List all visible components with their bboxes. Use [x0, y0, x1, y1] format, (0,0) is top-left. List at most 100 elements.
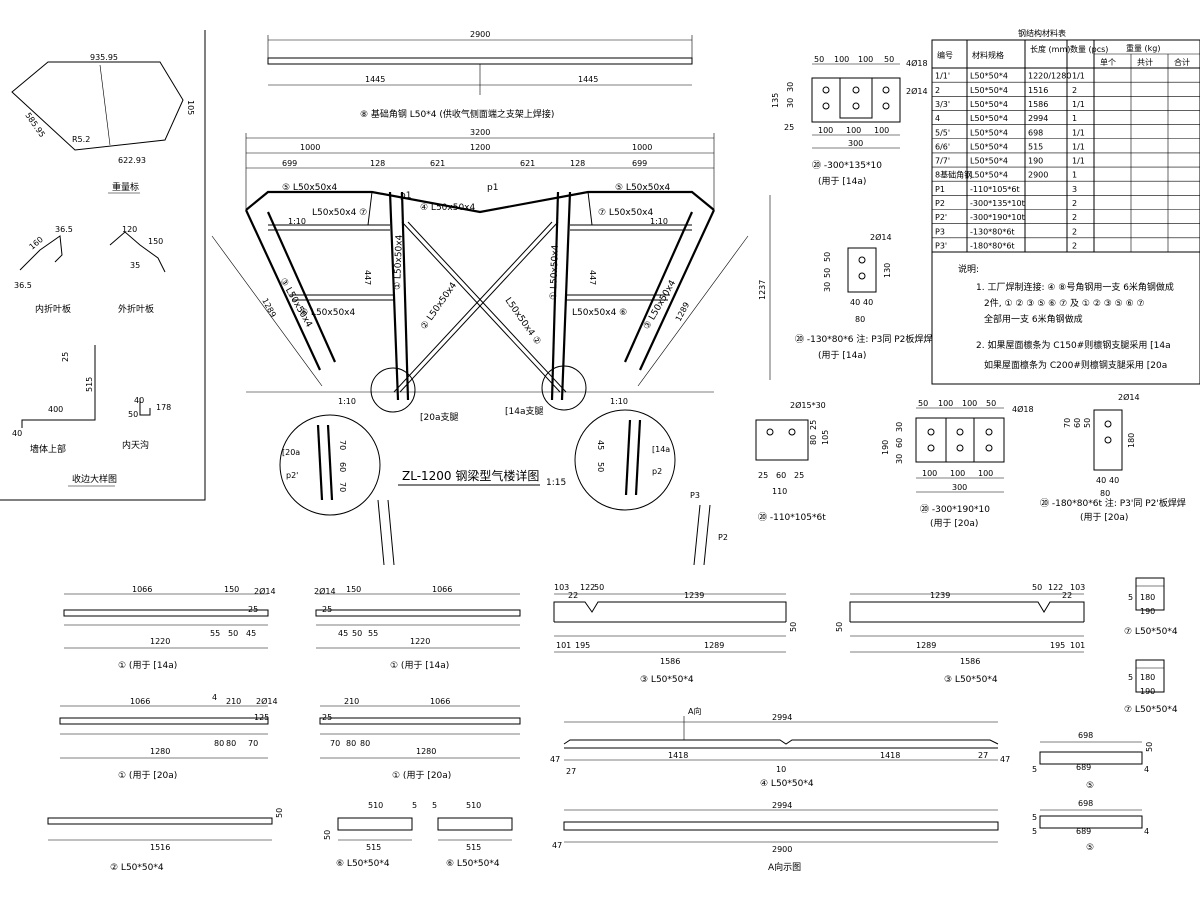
part-bar [59, 717, 269, 725]
dim-label: 190 [1140, 607, 1155, 616]
dim-label: 4 [1144, 765, 1149, 774]
dim-label: 100 [874, 126, 889, 135]
dim-label: 1066 [432, 585, 452, 594]
part-caption: ③ L50*50*4 [944, 675, 998, 685]
table-header: 数量 (pcs) [1070, 44, 1108, 54]
part-caption: ④ L50*50*4 [760, 779, 814, 789]
table-cell: 7/7' [935, 157, 950, 166]
trim-dim: 935.95 [90, 53, 118, 62]
dim-label: 25 [809, 420, 818, 430]
dim-label: 101 [556, 641, 571, 650]
dim-label: 22 [1062, 591, 1072, 600]
bolt-hole [882, 86, 890, 94]
dim-label: 5 [1032, 765, 1037, 774]
dim-label: 30 [786, 98, 795, 108]
dim-label: 125 [254, 713, 269, 722]
part-caption: ⑦ L50*50*4 [1124, 705, 1178, 715]
part-1-20a-right: 210 1066 25 70 80 80 1280 ① (用于 [20a) [319, 697, 521, 781]
table-cell: P2' [935, 213, 947, 222]
dim-label: 1445 [365, 75, 385, 84]
plate-caption: ⑳ -300*190*10 [920, 504, 990, 515]
bolt-hole [1104, 436, 1112, 444]
dim-label: 50 [1145, 742, 1154, 752]
table-cell: 1 [1072, 114, 1077, 123]
dim-label: 447 [363, 270, 372, 285]
plate-outline [847, 247, 877, 293]
table-cell: 1220/1280 [1028, 72, 1071, 81]
dim-label: 55 [368, 629, 378, 638]
table-cell: L50*50*4 [970, 72, 1008, 81]
dim-label: 100 [950, 469, 965, 478]
part-bar [47, 817, 273, 825]
dim-label: 1280 [150, 747, 170, 756]
dim-label: 1445 [578, 75, 598, 84]
bolt-hole [766, 428, 774, 436]
dim-label: 30 [895, 422, 904, 432]
table-cell: 2 [1072, 227, 1077, 236]
dim-label: 1289 [704, 641, 724, 650]
dim-label: 40 [850, 298, 860, 307]
inner-flashing-shape [19, 235, 63, 271]
dim-label: 60 [1073, 418, 1082, 428]
dim-label: 100 [922, 469, 937, 478]
plate-label: p1 [400, 191, 411, 201]
dim-label: 45 [338, 629, 348, 638]
trim-dim: 36.5 [55, 225, 73, 234]
table-cell: 698 [1028, 128, 1043, 137]
dim-label: 515 [366, 843, 381, 852]
table-header: 编号 [937, 50, 953, 60]
dim-label: 100 [978, 469, 993, 478]
member-label: L50x50x4 ② [503, 296, 543, 347]
dim-label: 2994 [772, 713, 792, 722]
dim-label: 60 [895, 438, 904, 448]
main-truss-elevation: 3200 1000 1200 1000 699 128 621 621 128 … [211, 128, 771, 488]
dim-label: 50 [814, 55, 824, 64]
outer-flashing-shape [109, 231, 166, 273]
base-angle-drawing: 2900 1445 1445 ⑧ 基础角钢 L50*4 (供收气侧面端之支架上焊… [267, 30, 693, 120]
plate-p3-detail: 2Ø14 50 50 30 130 40 40 80 ⑳ -130*80*6 注… [795, 232, 932, 361]
trim-dim: 50 [128, 410, 138, 419]
table-header: 共计 [1137, 57, 1153, 67]
bolt-hole [852, 102, 860, 110]
trim-dim: 400 [48, 405, 63, 414]
dim-label: 1239 [930, 591, 950, 600]
table-header: 单个 [1100, 57, 1116, 67]
dim-label: 180 [1140, 593, 1155, 602]
detail-label: P2 [718, 533, 728, 542]
table-cell: 1516 [1028, 86, 1048, 95]
trim-caption: 重量标 [112, 181, 139, 193]
trim-dim: 160 [28, 235, 45, 252]
right-post [560, 191, 572, 401]
dim-label: 2994 [772, 801, 792, 810]
dim-label: 47 [550, 755, 560, 764]
detail-label: p2' [286, 471, 298, 480]
table-cell: 2 [1072, 86, 1077, 95]
plate-p3prime-detail: 2Ø14 70 60 50 180 40 40 80 ⑳ -180*80*6t … [1040, 392, 1186, 523]
dim-label: 2Ø14 [1118, 392, 1140, 402]
plate-note: (用于 [14a) [818, 350, 866, 361]
table-header: 长度 (mm) [1030, 44, 1070, 54]
wall-top-shape [21, 345, 96, 428]
dim-label: 1220 [410, 637, 430, 646]
dim-label: 1000 [632, 143, 652, 152]
member-label: ④ L50x50x4 [420, 203, 476, 213]
gutter-shape [139, 398, 151, 416]
dim-label: 50 [228, 629, 238, 638]
dim-label: 40 [1109, 476, 1119, 485]
dim-label: 50 [275, 808, 284, 818]
dim-label: 50 [789, 622, 798, 632]
plate-p2prime-detail: 50 100 100 50 4Ø18 190 30 60 30 100 100 … [881, 399, 1034, 529]
note-line: 2件, ① ② ③ ⑤ ⑥ ⑦ 及 ① ② ③ ⑤ ⑥ ⑦ [984, 297, 1145, 309]
table-cell: 1/1 [1072, 72, 1085, 81]
dim-label: 1586 [660, 657, 680, 666]
dim-label: 447 [588, 270, 597, 285]
dim-label: 25 [758, 471, 768, 480]
dim-label: 103 [1070, 583, 1085, 592]
part-3-right: 1239 50 122 22 103 50 1289 195 101 1586 … [835, 583, 1085, 685]
trim-panel-caption: 收边大样图 [72, 473, 117, 485]
bolt-hole [985, 444, 993, 452]
part-6-b: 5 510 515 ⑥ L50*50*4 [432, 801, 513, 869]
table-cell: P1 [935, 185, 945, 194]
part-caption: ③ L50*50*4 [640, 675, 694, 685]
